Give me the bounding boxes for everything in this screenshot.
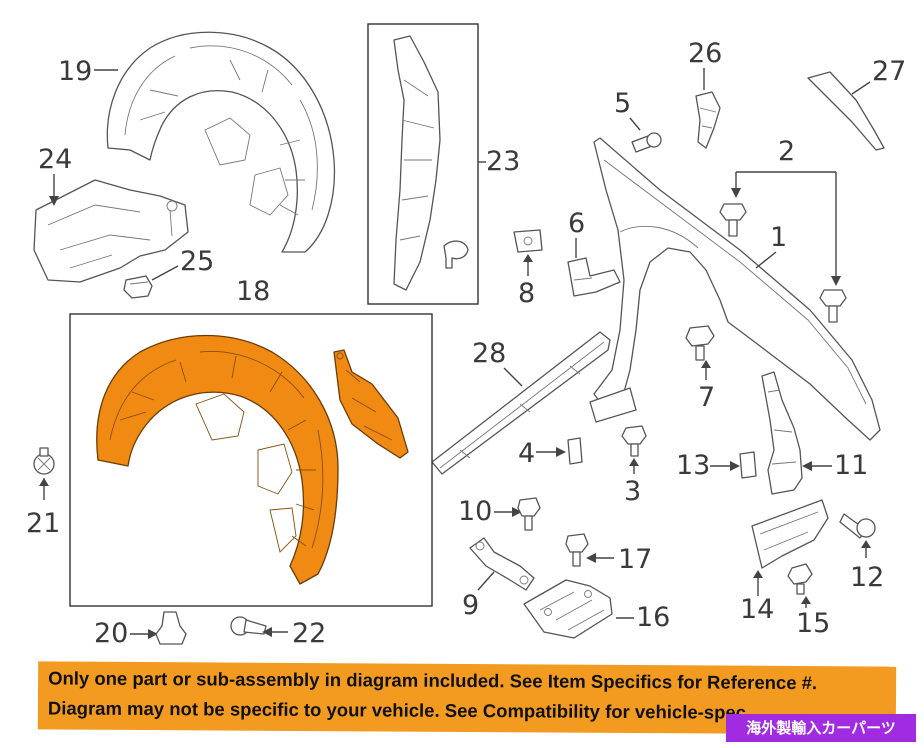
part-25-clip	[123, 275, 153, 299]
callout-12: 12	[850, 562, 884, 593]
part-4-clip	[567, 437, 583, 465]
part-5-bolt	[631, 132, 662, 153]
callout-4: 4	[518, 438, 535, 469]
callout-8: 8	[518, 278, 535, 309]
part-13-clip	[739, 451, 757, 479]
callout-13: 13	[676, 450, 710, 481]
callout-10: 10	[458, 496, 492, 527]
callout-24: 24	[38, 144, 72, 175]
callout-28: 28	[472, 338, 506, 369]
part-2-bolt-b	[819, 289, 847, 323]
part-22-bolt	[230, 616, 267, 636]
disclaimer-line-1: Only one part or sub-assembly in diagram…	[48, 667, 818, 694]
arrow-13	[730, 461, 740, 471]
part-10-bolt	[517, 497, 541, 531]
callout-3: 3	[624, 476, 641, 507]
part-28-rail	[431, 331, 611, 475]
callout-6: 6	[568, 208, 585, 239]
callout-1: 1	[770, 222, 787, 253]
part-6-bracket	[567, 257, 621, 297]
leader-9	[477, 571, 495, 591]
arrow-15	[801, 596, 811, 604]
part-17-bolt	[565, 533, 589, 567]
part-18-fender-liner	[96, 334, 409, 585]
callout-2: 2	[778, 136, 795, 167]
import-parts-badge: 海外製輸入カーパーツ	[726, 714, 916, 742]
part-2-bolt-a	[719, 203, 747, 237]
callout-17: 17	[618, 544, 652, 575]
part-24-bracket	[33, 179, 189, 283]
part-26-clip	[695, 91, 721, 149]
callout-23: 23	[486, 146, 520, 177]
part-20-clip	[155, 611, 187, 645]
arrow-7	[701, 360, 711, 368]
part-8-clip	[513, 229, 543, 253]
arrow-10	[512, 507, 522, 517]
arrow-8	[523, 254, 533, 262]
arrow-22	[262, 627, 272, 637]
leader-2	[735, 171, 837, 278]
part-15-bolt	[787, 563, 813, 595]
callout-20: 20	[94, 618, 128, 649]
arrow-24	[49, 196, 59, 206]
part-16-bracket	[523, 579, 613, 639]
arrow-20	[148, 629, 158, 639]
callout-19: 19	[58, 56, 92, 87]
arrow-21	[39, 478, 49, 486]
part-21-bolt	[33, 447, 55, 475]
arrow-3	[629, 458, 639, 466]
callout-7: 7	[698, 382, 715, 413]
box-18	[69, 313, 433, 607]
part-9-bracket	[469, 537, 535, 591]
callout-18: 18	[236, 276, 270, 307]
callout-26: 26	[688, 38, 722, 69]
leader-1	[755, 251, 777, 269]
arrow-4	[556, 447, 566, 457]
callout-25: 25	[180, 246, 214, 277]
leader-25	[151, 265, 179, 281]
callout-27: 27	[872, 56, 906, 87]
callout-16: 16	[636, 602, 670, 633]
callout-21: 21	[26, 508, 60, 539]
callout-9: 9	[462, 590, 479, 621]
part-27-trim	[807, 71, 885, 151]
part-12-bolt	[839, 513, 876, 539]
part-19-wheel-liner	[106, 31, 336, 253]
leader-28	[503, 367, 523, 387]
arrow-11	[802, 461, 812, 471]
part-23-panel	[393, 35, 469, 291]
part-3-bolt	[621, 425, 647, 457]
part-7-bolt	[685, 325, 715, 361]
callout-15: 15	[796, 608, 830, 639]
callout-22: 22	[292, 618, 326, 649]
leader-27	[851, 81, 871, 95]
box-23	[367, 23, 479, 305]
leader-5	[629, 117, 641, 131]
callout-11: 11	[834, 450, 868, 481]
part-14-bracket	[751, 499, 829, 569]
arrow-12	[861, 540, 871, 548]
callout-14: 14	[740, 594, 774, 625]
part-1-fender	[589, 137, 881, 441]
part-11-bracket	[761, 371, 803, 495]
arrow-17	[586, 553, 596, 563]
arrow-14	[753, 570, 763, 578]
disclaimer-line-2: Diagram may not be specific to your vehi…	[47, 697, 747, 723]
callout-5: 5	[614, 88, 631, 119]
